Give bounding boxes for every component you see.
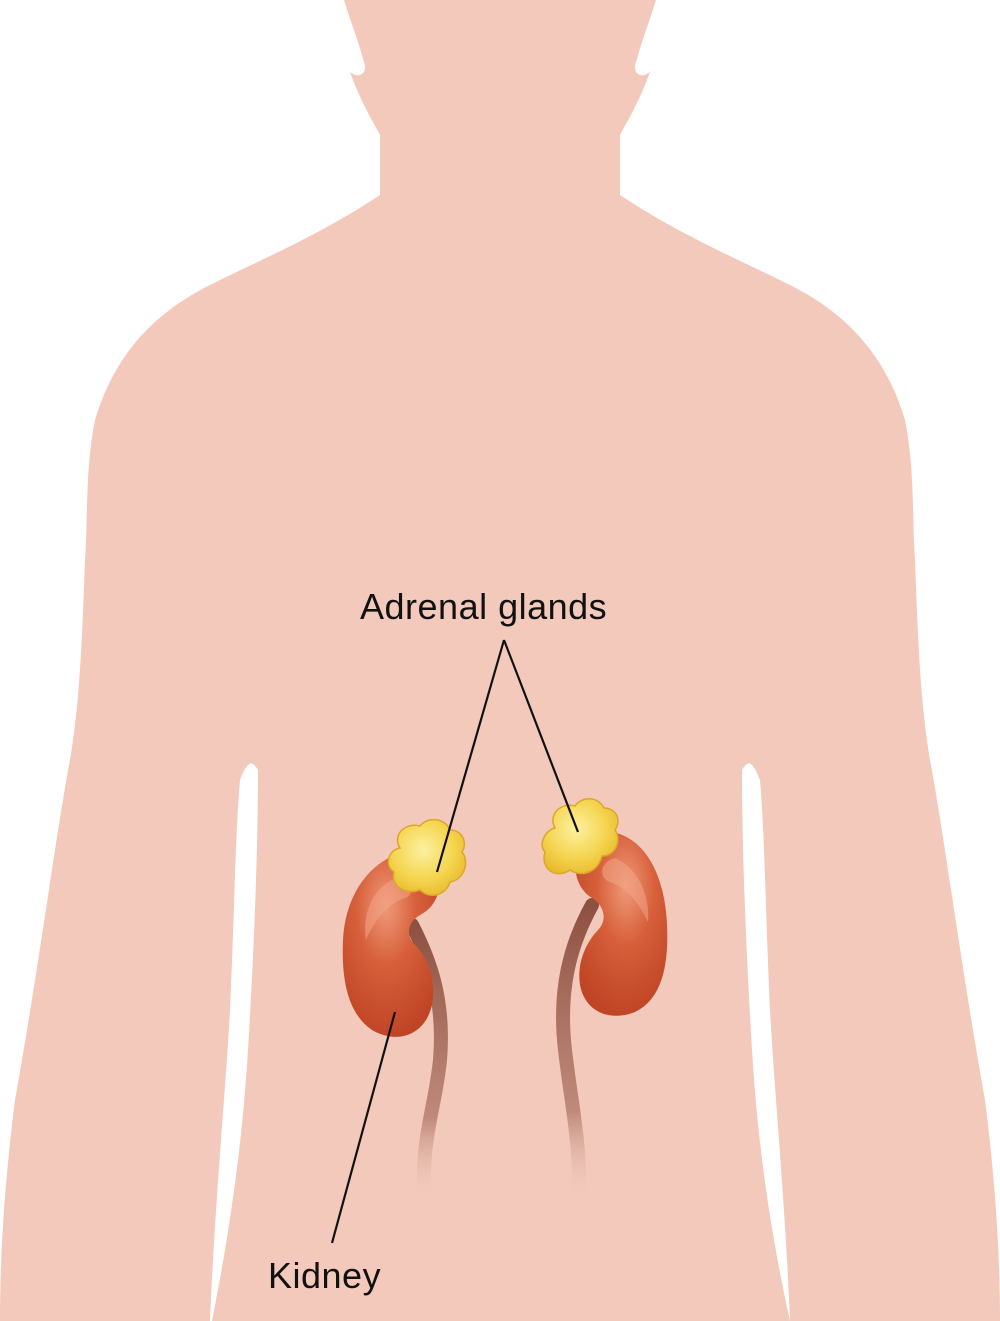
- kidney-left-highlight: [365, 880, 411, 940]
- adrenal-glands-label: Adrenal glands: [360, 586, 608, 627]
- leader-line-adrenal-right: [502, 639, 580, 833]
- ureter-right: [556, 898, 599, 1207]
- leader-line-kidney: [330, 1011, 397, 1244]
- adrenal-gland-right: [541, 798, 619, 875]
- leader-line-adrenal-left: [435, 639, 506, 873]
- kidney-left: [342, 851, 440, 1037]
- kidney-right: [575, 831, 668, 1016]
- kidney-label: Kidney: [268, 1255, 382, 1296]
- kidney-right-highlight: [602, 858, 649, 922]
- ureter-left: [405, 918, 448, 1207]
